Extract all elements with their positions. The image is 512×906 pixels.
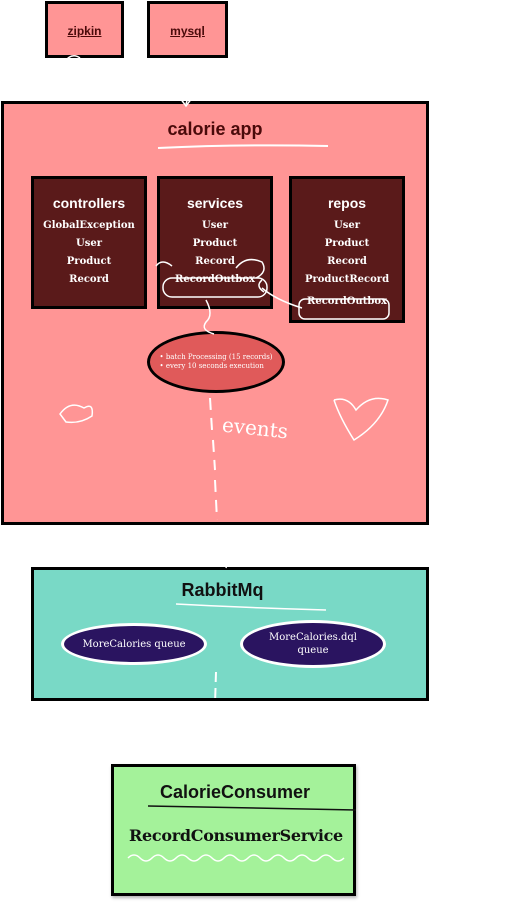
list-item: Product — [66, 256, 112, 267]
batch-line-2: • every 10 seconds execution — [159, 362, 264, 370]
list-item: User — [334, 220, 360, 231]
list-item: Record — [195, 256, 235, 267]
list-item: User — [76, 238, 102, 249]
zipkin-arrow — [63, 55, 81, 63]
calorie-consumer-container — [111, 764, 356, 896]
list-item: RecordOutbox — [307, 296, 387, 307]
repos-list: User Product Record ProductRecord Record… — [292, 217, 402, 311]
list-item: Product — [192, 238, 238, 249]
mysql-box: mysql — [147, 1, 228, 58]
batch-line-1: • batch Processing (15 records) — [159, 353, 273, 361]
list-item: ProductRecord — [304, 274, 390, 285]
services-list: User Product Record RecordOutbox — [160, 217, 270, 289]
outbox-to-batch-arrow — [203, 299, 215, 335]
zipkin-box: zipkin — [45, 1, 124, 58]
repos-title: repos — [327, 195, 367, 211]
calorie-consumer-title: CalorieConsumer — [159, 782, 311, 802]
list-item: RecordOutbox — [175, 274, 255, 285]
mysql-label: mysql — [170, 24, 205, 38]
list-item: User — [202, 220, 228, 231]
controllers-title: controllers — [52, 195, 126, 211]
calorie-app-title: calorie app — [167, 119, 263, 139]
morecalories-queue: MoreCalories queue — [61, 623, 207, 665]
dql-queue-label-line-1: MoreCalories.dql — [269, 632, 357, 643]
controllers-box: controllers GlobalException User Product… — [31, 176, 147, 309]
mysql-arrow — [184, 59, 191, 105]
repo-outbox-outline — [298, 298, 390, 320]
service-outbox-outline — [162, 277, 268, 298]
list-item: Product — [324, 238, 370, 249]
record-consumer-service-label: RecordConsumerService — [129, 826, 343, 845]
squiggle-underline — [127, 854, 345, 862]
events-flow-line — [209, 397, 218, 521]
controllers-list: GlobalException User Product Record — [34, 217, 144, 289]
dql-queue-label-line-2: queue — [297, 645, 329, 656]
services-box: services User Product Record RecordOutbo… — [157, 176, 273, 309]
list-item: GlobalException — [43, 220, 135, 231]
morecalories-queue-label: MoreCalories queue — [82, 638, 186, 650]
list-item: Record — [327, 256, 367, 267]
heart-icon — [59, 404, 94, 424]
zipkin-label: zipkin — [67, 24, 102, 38]
batch-processing-ellipse: • batch Processing (15 records) • every … — [147, 331, 285, 393]
list-item: Record — [69, 274, 109, 285]
services-title: services — [186, 195, 244, 211]
rabbitmq-title: RabbitMq — [181, 580, 264, 600]
morecalories-dql-queue: MoreCalories.dql queue — [240, 620, 386, 668]
heart-icon — [333, 397, 389, 442]
